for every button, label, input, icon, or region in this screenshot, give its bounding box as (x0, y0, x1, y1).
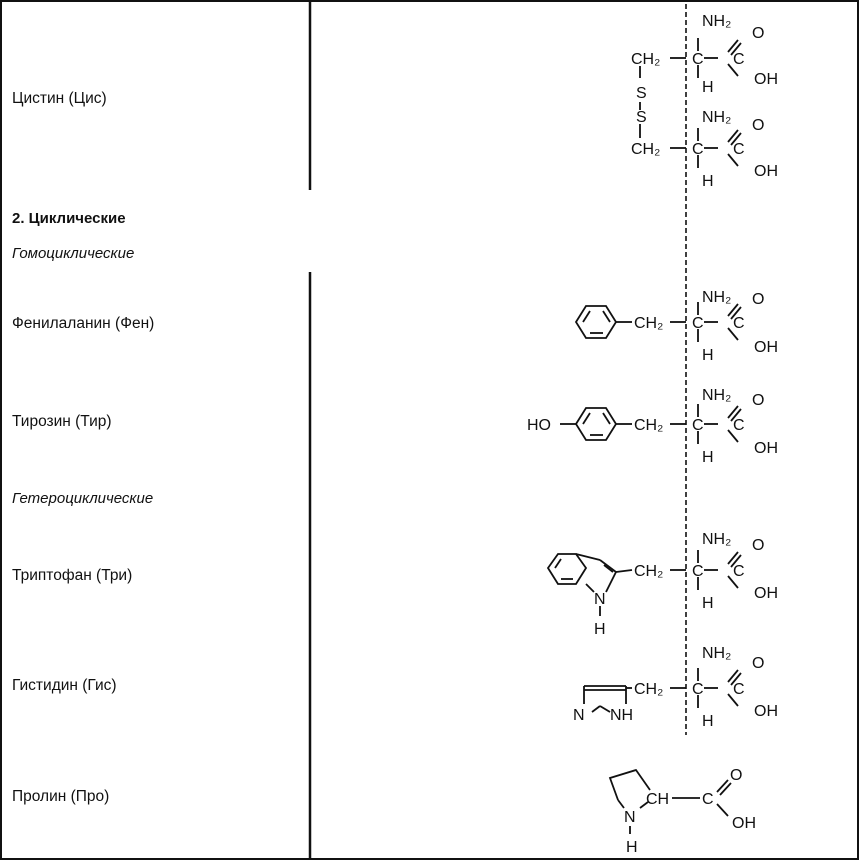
nitrogen-label: N (624, 809, 636, 826)
carbon-label: C (733, 315, 745, 332)
hydrogen-label: H (702, 595, 714, 612)
amino-acid-name-cystine: Цистин (Цис) (12, 90, 107, 107)
hydroxyl-label: OH (754, 163, 778, 180)
carbon-label: C (702, 791, 714, 808)
sulfur-label: S (636, 109, 647, 126)
oxygen-label: O (752, 655, 764, 672)
proline-formula-text: N H CH C O OH (624, 767, 756, 856)
carbon-label: C (692, 141, 704, 158)
hydroxyl-label: OH (754, 703, 778, 720)
nh2-label: NH₂ (702, 13, 731, 30)
amino-acid-name-histidine: Гистидин (Гис) (12, 677, 117, 694)
phenylalanine-formula-text: CH₂ NH₂ C C O OH H (634, 289, 778, 364)
nh2-label: NH₂ (702, 531, 731, 548)
indole-ring-icon (546, 553, 588, 585)
hydrogen-label: H (702, 79, 714, 96)
hydrogen-label: H (702, 449, 714, 466)
subsection-heading-homocyclic: Гомоциклические (12, 245, 135, 262)
nh2-label: NH₂ (702, 109, 731, 126)
carbon-label: C (692, 417, 704, 434)
ch2-label: CH₂ (631, 51, 660, 68)
carbon-label: C (692, 51, 704, 68)
carbon-label: C (733, 51, 745, 68)
nh2-label: NH₂ (702, 387, 731, 404)
oxygen-label: O (730, 767, 742, 784)
ch2-label: CH₂ (631, 141, 660, 158)
hydrogen-label: H (702, 713, 714, 730)
sulfur-label: S (636, 85, 647, 102)
carbon-label: C (692, 315, 704, 332)
hydrogen-label: H (702, 347, 714, 364)
hydroxyl-label: OH (754, 440, 778, 457)
carbon-label: C (733, 417, 745, 434)
ch-label: CH (646, 791, 669, 808)
hydroxyl-label: OH (754, 339, 778, 356)
hydroxyl-label: OH (754, 71, 778, 88)
hydrogen-label: H (702, 173, 714, 190)
ch2-label: CH₂ (634, 417, 663, 434)
hydroxyl-label: OH (754, 585, 778, 602)
carbon-label: C (733, 681, 745, 698)
nh-label: NH (610, 707, 633, 724)
ho-label: HO (527, 417, 551, 434)
amino-acid-name-phenylalanine: Фенилаланин (Фен) (12, 315, 155, 332)
subsection-heading-heterocyclic: Гетероциклические (12, 490, 154, 507)
tyrosine-formula (560, 403, 742, 445)
hydrogen-label: H (594, 621, 606, 638)
tryptophan-formula (546, 549, 742, 616)
phenylalanine-formula (574, 301, 742, 343)
nitrogen-label: N (573, 707, 585, 724)
carbon-label: C (733, 563, 745, 580)
nitrogen-label: N (594, 591, 606, 608)
section-heading-cyclic: 2. Циклические (12, 210, 126, 227)
oxygen-label: O (752, 25, 764, 42)
histidine-formula-text: N NH CH₂ NH₂ C C O OH H (573, 645, 778, 730)
amino-acid-name-proline: Пролин (Про) (12, 788, 110, 805)
carbon-label: C (733, 141, 745, 158)
tyrosine-formula-text: HO CH₂ NH₂ C C O OH H (527, 387, 778, 466)
nh2-label: NH₂ (702, 289, 731, 306)
histidine-formula (583, 667, 742, 713)
oxygen-label: O (752, 117, 764, 134)
amino-acid-name-tryptophan: Триптофан (Три) (12, 567, 133, 584)
oxygen-label: O (752, 537, 764, 554)
tryptophan-formula-text: N H CH₂ NH₂ C C O OH H (594, 531, 778, 638)
cystine-formula (639, 37, 742, 169)
ch2-label: CH₂ (634, 315, 663, 332)
oxygen-label: O (752, 291, 764, 308)
cystine-formula-text: CH₂ NH₂ C C O OH H S S NH₂ CH₂ C C O OH … (631, 13, 778, 190)
pyrrolidine-ring-icon (608, 768, 651, 801)
carbon-label: C (692, 563, 704, 580)
ch2-label: CH₂ (634, 681, 663, 698)
hydrogen-label: H (626, 839, 638, 856)
ch2-label: CH₂ (634, 563, 663, 580)
oxygen-label: O (752, 392, 764, 409)
hydroxyl-label: OH (732, 815, 756, 832)
proline-formula (608, 768, 732, 834)
carbon-label: C (692, 681, 704, 698)
nh2-label: NH₂ (702, 645, 731, 662)
amino-acid-name-tyrosine: Тирозин (Тир) (12, 413, 112, 430)
